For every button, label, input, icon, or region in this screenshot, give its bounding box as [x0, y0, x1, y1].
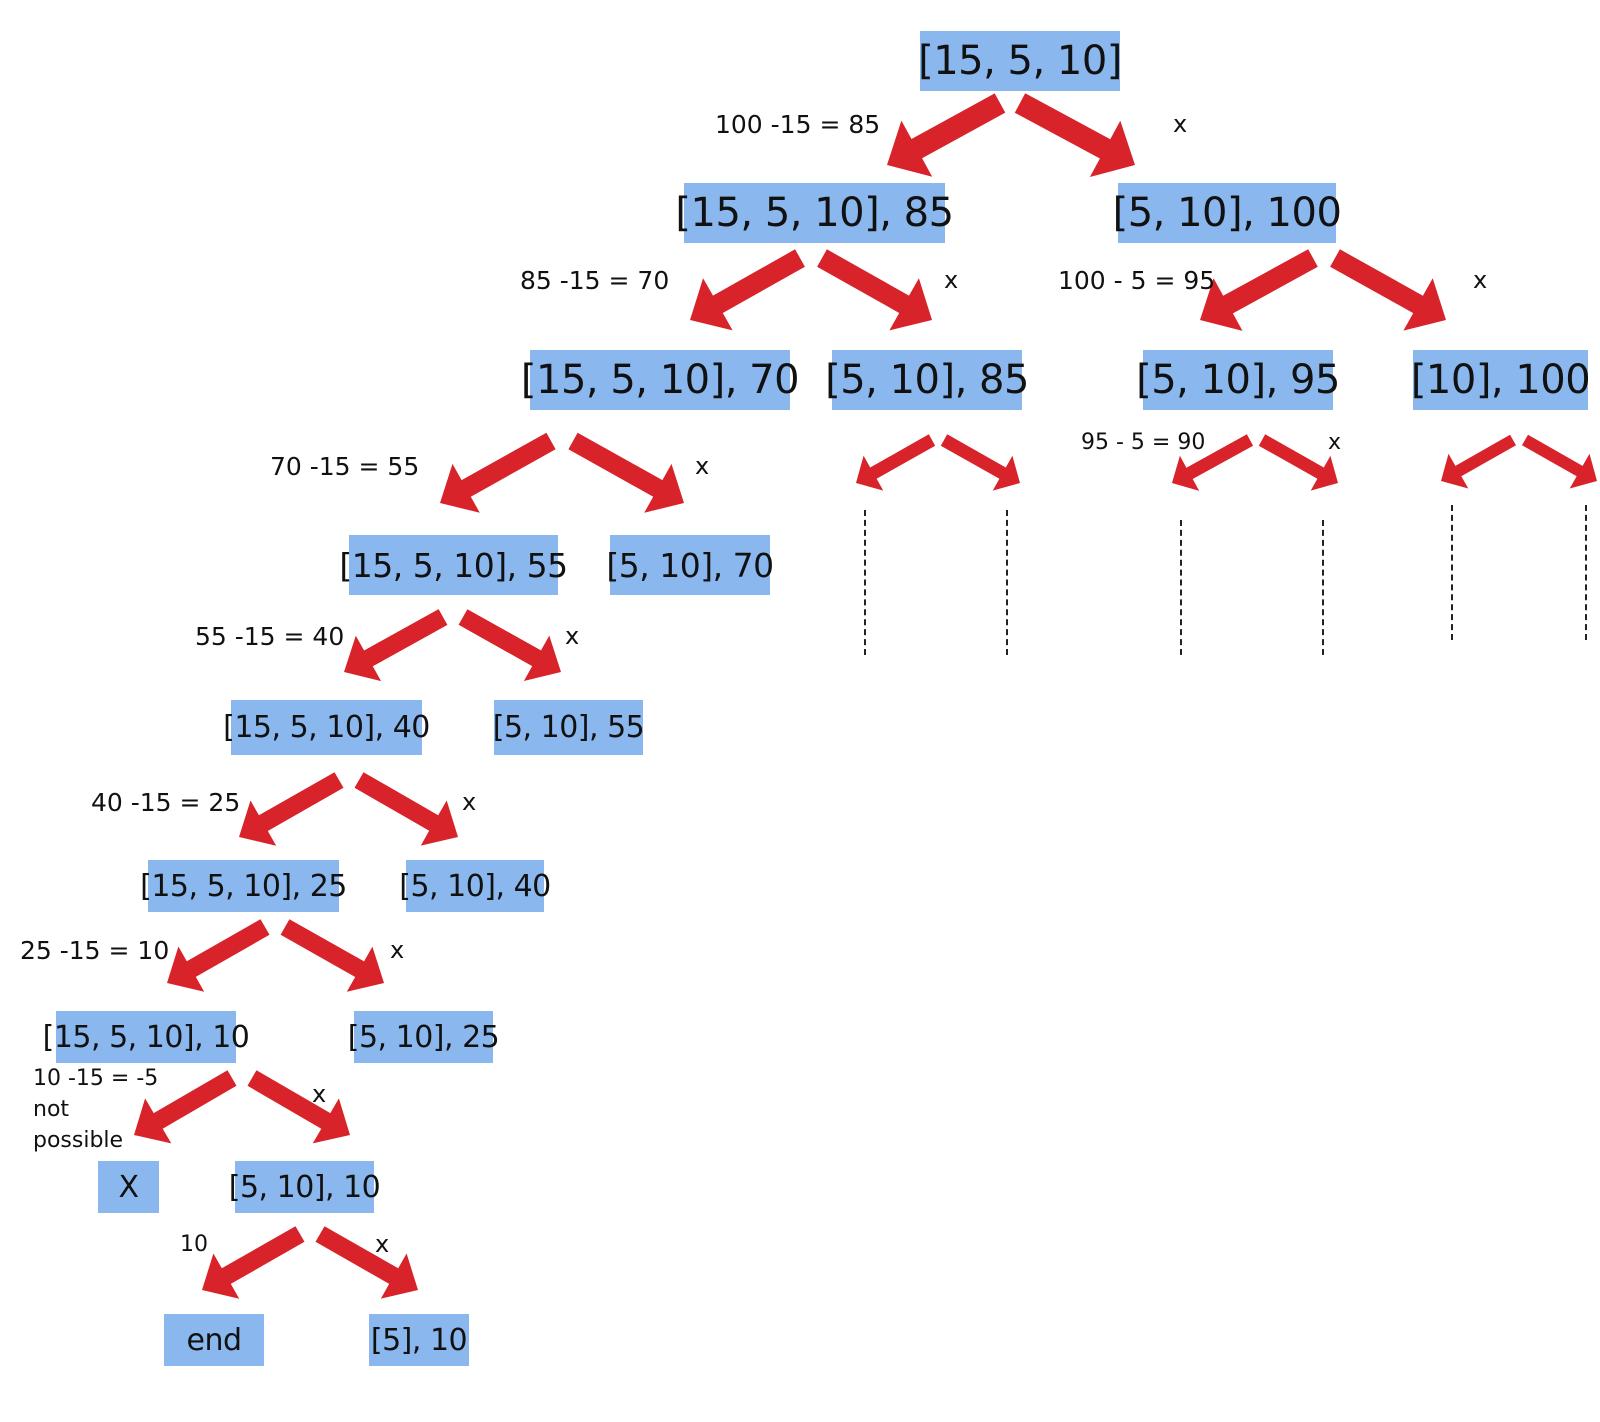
dashed-continuation-line [1180, 520, 1182, 655]
branch-arrow [1330, 249, 1446, 331]
branch-arrow [1258, 434, 1338, 491]
branch-arrow [315, 1226, 418, 1299]
branch-arrow [817, 249, 932, 331]
edge-label-l1l-right: x [944, 266, 959, 294]
node-l2-d: [10], 100 [1411, 350, 1591, 410]
node-l7-a: X [98, 1161, 159, 1213]
edge-label-l3a-right: x [565, 622, 580, 650]
branch-arrow [1014, 93, 1135, 177]
dashed-continuation-line [1451, 505, 1453, 640]
node-l8-a: end [164, 1314, 264, 1366]
node-root: [15, 5, 10] [918, 31, 1122, 91]
branch-arrow [568, 432, 684, 513]
branch-arrow [354, 772, 458, 846]
edge-label-l1l-left: 85 -15 = 70 [520, 266, 670, 295]
branch-arrow [887, 93, 1006, 177]
branch-arrow [1522, 434, 1597, 489]
node-l6-b: [5, 10], 25 [348, 1011, 500, 1063]
branch-arrow [247, 1070, 350, 1144]
edge-label-l2c-left: 95 - 5 = 90 [1081, 430, 1206, 455]
node-l2-c: [5, 10], 95 [1136, 350, 1340, 410]
branch-arrow [1200, 249, 1318, 331]
node-l1-left: [15, 5, 10], 85 [675, 183, 954, 243]
node-l3-a: [15, 5, 10], 55 [339, 535, 568, 595]
node-l5-a: [15, 5, 10], 25 [140, 860, 347, 912]
edge-label-l4a-right: x [462, 788, 477, 816]
dashed-continuation-line [1006, 510, 1008, 655]
dashed-continuation-line [864, 510, 866, 655]
edge-label-l5a-left: 25 -15 = 10 [20, 936, 170, 965]
node-l7-b: [5, 10], 10 [229, 1161, 381, 1213]
branch-arrow [280, 919, 384, 992]
node-l2-b: [5, 10], 85 [825, 350, 1029, 410]
edge-label-l1r-left: 100 - 5 = 95 [1058, 266, 1216, 295]
node-l1-right: [5, 10], 100 [1113, 183, 1342, 243]
edge-label-l7b-right: x [375, 1230, 390, 1258]
node-l4-a: [15, 5, 10], 40 [223, 700, 430, 755]
branch-arrow [134, 1070, 237, 1144]
edge-label-l4a-left: 40 -15 = 25 [91, 788, 241, 817]
edge-label-l6a-left-line2: not [33, 1097, 70, 1122]
node-l5-b: [5, 10], 40 [399, 860, 551, 912]
branch-arrow [1441, 434, 1516, 489]
edge-label-l6a-left-line1: 10 -15 = -5 [33, 1066, 159, 1091]
branch-arrow [458, 609, 561, 681]
branch-arrow [202, 1226, 305, 1299]
node-l3-b: [5, 10], 70 [606, 535, 774, 595]
edge-label-l6a-right: x [312, 1080, 327, 1108]
branch-arrow [239, 772, 344, 846]
edge-label-l6a-left-line3: possible [33, 1128, 124, 1153]
branch-arrow [1172, 434, 1254, 491]
branch-arrow [690, 249, 805, 331]
edge-label-l2a-right: x [695, 452, 710, 480]
branch-arrow [167, 919, 270, 992]
node-l4-b: [5, 10], 55 [493, 700, 645, 755]
branch-arrow [440, 432, 556, 513]
edge-label-l1r-right: x [1473, 266, 1488, 294]
edge-label-l2a-left: 70 -15 = 55 [270, 452, 420, 481]
edge-label-root-right: x [1173, 110, 1188, 138]
edge-label-l7b-left: 10 [180, 1232, 208, 1257]
branch-arrow [940, 434, 1020, 491]
edge-label-l2c-right: x [1328, 430, 1342, 455]
edge-label-l3a-left: 55 -15 = 40 [195, 622, 345, 651]
node-l6-a: [15, 5, 10], 10 [43, 1011, 250, 1063]
dashed-continuation-line [1322, 520, 1324, 655]
edge-label-l5a-right: x [390, 936, 405, 964]
dashed-continuation-line [1585, 505, 1587, 640]
edge-label-root-left: 100 -15 = 85 [715, 110, 881, 139]
node-l2-a: [15, 5, 10], 70 [521, 350, 800, 410]
branch-arrow [856, 434, 936, 491]
branch-arrow [344, 609, 448, 682]
node-l8-b: [5], 10 [369, 1314, 469, 1366]
